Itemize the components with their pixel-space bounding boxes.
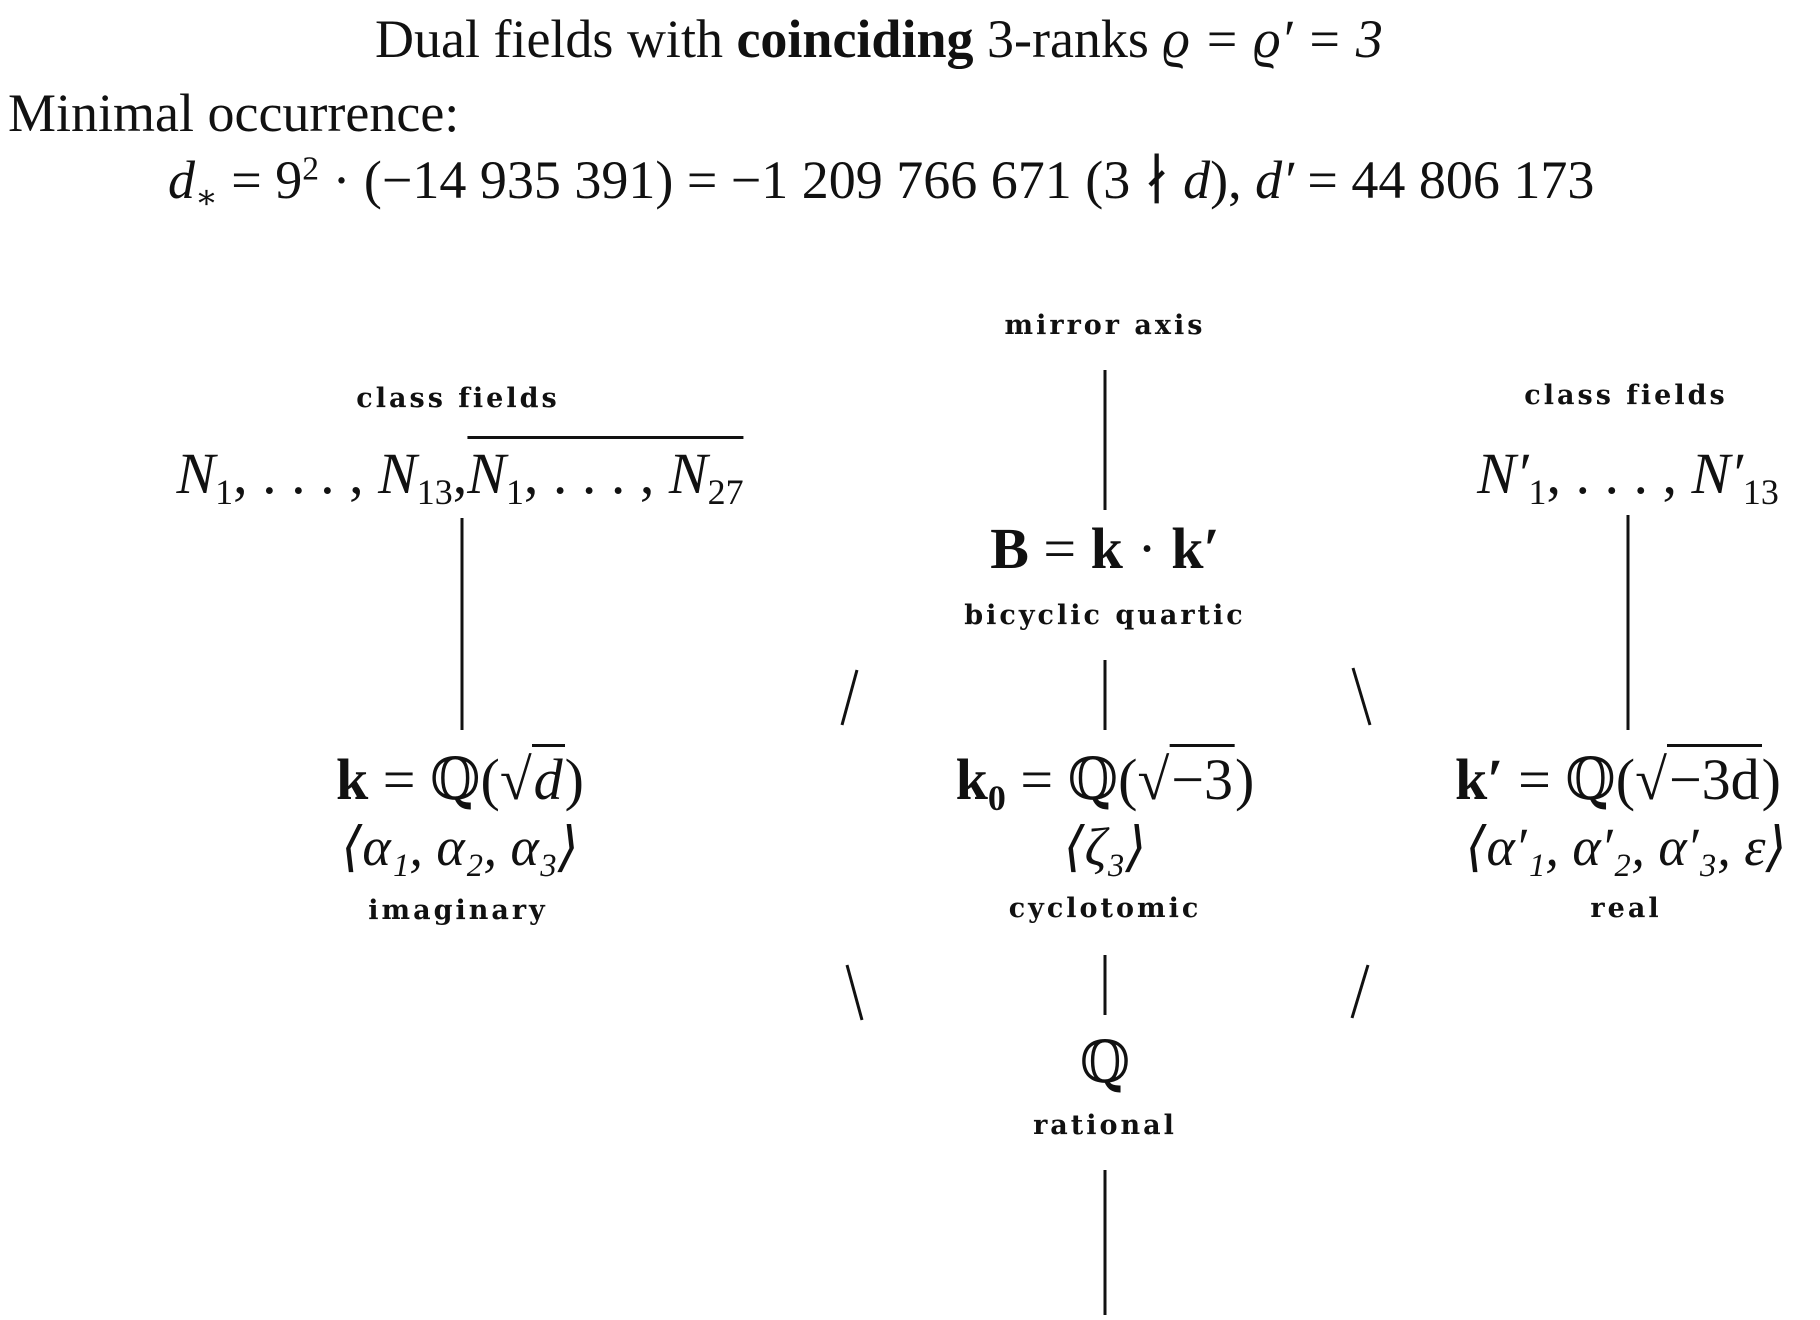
discriminant-lhs-sub: ∗ <box>195 179 218 217</box>
bicyclic-dot: · <box>1122 516 1172 581</box>
left-cf-sub1: 1 <box>215 471 234 512</box>
title-post: 3-ranks <box>973 9 1163 69</box>
kprime-field-lhs: k′ <box>1454 747 1504 812</box>
k-field-close: ) <box>564 747 584 812</box>
right-cf-n13: N′ <box>1691 441 1743 506</box>
title-pre: Dual fields with <box>375 9 737 69</box>
right-cf-sub13: 13 <box>1742 471 1779 512</box>
k0-field-units: ⟨ζ₃⟩ <box>1063 817 1147 877</box>
k-field-radicand: d <box>533 747 563 812</box>
rational-field-node: ℚ <box>1079 1030 1131 1095</box>
left-cf-over-sub27: 27 <box>707 471 744 512</box>
left-cf-n1: N <box>176 441 216 506</box>
k0-field-radicand: −3 <box>1171 747 1234 812</box>
dual-value: = 44 806 173 <box>1293 150 1595 210</box>
bicyclic-node: B = k · k′ <box>990 515 1220 582</box>
right-cf-dots: , . . . , <box>1546 441 1692 506</box>
k-field-eq: = ℚ(√ <box>368 747 532 812</box>
left-cf-dots: , . . . , <box>233 441 379 506</box>
kprime-field-close: ) <box>1761 747 1782 812</box>
class-fields-right-label: class fields <box>1524 380 1728 411</box>
k0-field-close: ) <box>1235 747 1255 812</box>
upper-left-slash <box>840 669 859 726</box>
discriminant-expr: = 9 <box>217 150 303 210</box>
kprime-field-radicand: −3d <box>1668 747 1760 812</box>
kprime-field-radicand-wrap: −3d <box>1666 744 1762 812</box>
k0-field-node: k0 = ℚ(√−3) <box>955 744 1255 819</box>
discriminant-lhs: d <box>168 150 195 210</box>
upper-right-backslash <box>1351 667 1372 726</box>
k-field-units: ⟨α₁, α₂, α₃⟩ <box>341 817 579 877</box>
kprime-field-node: k′ = ℚ(√−3d) <box>1454 744 1782 813</box>
mirror-axis-label: mirror axis <box>1004 310 1206 341</box>
discriminant-d: d <box>1183 150 1211 210</box>
k0-field-radicand-wrap: −3 <box>1169 744 1236 812</box>
minimal-occurrence-label: Minimal occurrence: <box>8 83 460 143</box>
left-cf-sub13: 13 <box>416 471 453 512</box>
left-cf-comma: , <box>452 441 468 506</box>
left-cf-over-dots: , . . . , <box>523 441 669 506</box>
k-field-lhs: k <box>336 747 369 812</box>
title: Dual fields with coinciding 3-ranks ϱ = … <box>375 8 1383 70</box>
bicyclic-eq: = <box>1028 516 1091 581</box>
k0-field-eq: = ℚ(√ <box>1005 747 1170 812</box>
bicyclic-quartic-label: bicyclic quartic <box>964 600 1246 631</box>
right-cf-n1: N′ <box>1477 441 1529 506</box>
bicyclic-k: k <box>1090 516 1123 581</box>
title-ranks: ϱ = ϱ′ = 3 <box>1162 9 1383 69</box>
kprime-field-eq: = ℚ(√ <box>1503 747 1667 812</box>
rational-label: rational <box>1033 1110 1177 1141</box>
left-cf-overline-group: N1, . . . , N27 <box>467 436 744 512</box>
left-cf-over-sub1: 1 <box>505 471 524 512</box>
lower-right-slash <box>1350 964 1370 1019</box>
discriminant-rest: · (−14 935 391) = −1 209 766 671 (3 ∤ <box>318 150 1184 210</box>
discriminant-close: ), <box>1210 150 1256 210</box>
real-label: real <box>1590 893 1662 924</box>
class-fields-left-label: class fields <box>356 383 560 414</box>
bicyclic-b: B <box>990 516 1029 581</box>
left-class-fields-node: N1, . . . , N13,N1, . . . , N27 <box>176 436 744 513</box>
k0-field-lhs-sub: 0 <box>987 777 1006 818</box>
kprime-field-units: ⟨α′₁, α′₂, α′₃, ε⟩ <box>1465 817 1787 877</box>
discriminant-exp: 2 <box>302 150 319 188</box>
left-cf-over-n1: N <box>467 441 506 506</box>
bicyclic-kprime: k′ <box>1171 516 1220 581</box>
lower-left-backslash <box>845 964 864 1021</box>
right-cf-sub1: 1 <box>1528 471 1547 512</box>
discriminant-line: d∗ = 92 · (−14 935 391) = −1 209 766 671… <box>168 148 1594 217</box>
k0-field-lhs: k <box>955 747 988 812</box>
k-field-radicand-wrap: d <box>531 744 565 812</box>
left-cf-n13: N <box>378 441 417 506</box>
cyclotomic-label: cyclotomic <box>1008 893 1202 924</box>
left-cf-over-n27: N <box>668 441 708 506</box>
imaginary-label: imaginary <box>368 895 548 926</box>
k-field-node: k = ℚ(√d) <box>336 744 584 813</box>
right-class-fields-node: N′1, . . . , N′13 <box>1477 440 1779 513</box>
title-bold: coinciding <box>736 9 974 69</box>
dual-d: d′ <box>1255 150 1294 210</box>
